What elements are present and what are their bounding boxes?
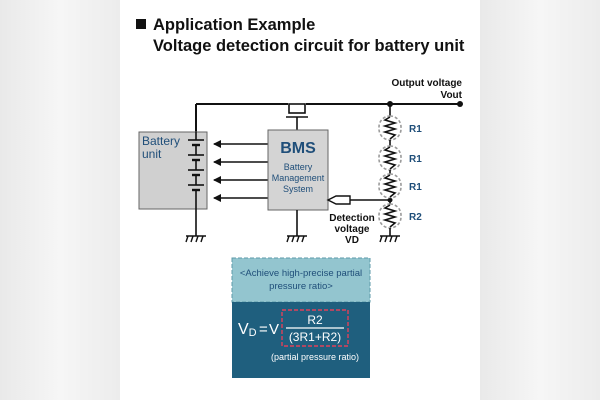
bms-line-2: Management <box>272 173 325 183</box>
output-voltage-label: Output voltage <box>391 78 462 89</box>
formula-box: <Achieve high-precise partial pressure r… <box>231 257 371 378</box>
left-background <box>0 0 120 400</box>
mosfet-switch-icon <box>286 103 308 130</box>
resistor-r2 <box>378 203 402 229</box>
fraction-numerator: R2 <box>307 313 323 327</box>
resistor-r1-middle <box>378 145 402 171</box>
ground-symbol-icon <box>286 235 307 243</box>
detection-input <box>326 195 393 205</box>
bms-line-1: Battery <box>284 162 313 172</box>
battery-unit: Battery unit <box>138 131 208 243</box>
resistor-label-3: R1 <box>409 182 422 193</box>
detection-label-1: Detection <box>329 213 375 224</box>
battery-label: Battery <box>142 134 180 148</box>
resistor-label-1: R1 <box>409 124 422 135</box>
resistor-r1-bottom <box>378 173 402 199</box>
heading-title: Application Example <box>153 16 316 34</box>
resistor-label-4: R2 <box>409 212 422 223</box>
right-background <box>480 0 600 400</box>
formula-caption: (partial pressure ratio) <box>271 352 359 362</box>
resistor-ladder: R1 R1 R1 R2 <box>378 104 422 243</box>
ground-symbol-icon <box>185 235 206 243</box>
bms-line-3: System <box>283 184 313 194</box>
top-wire <box>195 101 463 132</box>
sense-arrows <box>213 140 268 202</box>
detection-label-2: voltage <box>334 224 369 235</box>
resistor-r1-top <box>378 115 402 141</box>
formula-equals: = <box>259 321 268 338</box>
square-bullet-icon <box>136 19 146 29</box>
note-panel <box>231 257 371 303</box>
battery-cells-icon <box>188 132 204 209</box>
detection-label-3: VD <box>345 235 359 246</box>
formula-lhs: VD <box>238 321 257 339</box>
output-terminal <box>457 101 463 107</box>
vd-main: V <box>238 321 249 338</box>
formula-panel <box>232 302 370 378</box>
note-line-1: <Achieve high-precise partial <box>240 268 362 279</box>
heading-subtitle: Voltage detection circuit for battery un… <box>153 37 465 55</box>
ground-symbol-icon <box>379 235 400 243</box>
fraction-denominator: (3R1+R2) <box>289 330 341 344</box>
note-line-2: pressure ratio> <box>269 281 333 292</box>
formula-v: V <box>269 321 279 338</box>
resistor-label-2: R1 <box>409 154 422 165</box>
bms-block: BMS Battery Management System <box>267 129 329 243</box>
vd-subscript: D <box>249 327 257 339</box>
vout-label: Vout <box>441 90 463 101</box>
unit-label: unit <box>142 147 162 161</box>
page-heading: Application Example Voltage detection ci… <box>136 15 464 57</box>
fraction-highlight <box>281 309 349 347</box>
bms-title: BMS <box>280 140 316 157</box>
